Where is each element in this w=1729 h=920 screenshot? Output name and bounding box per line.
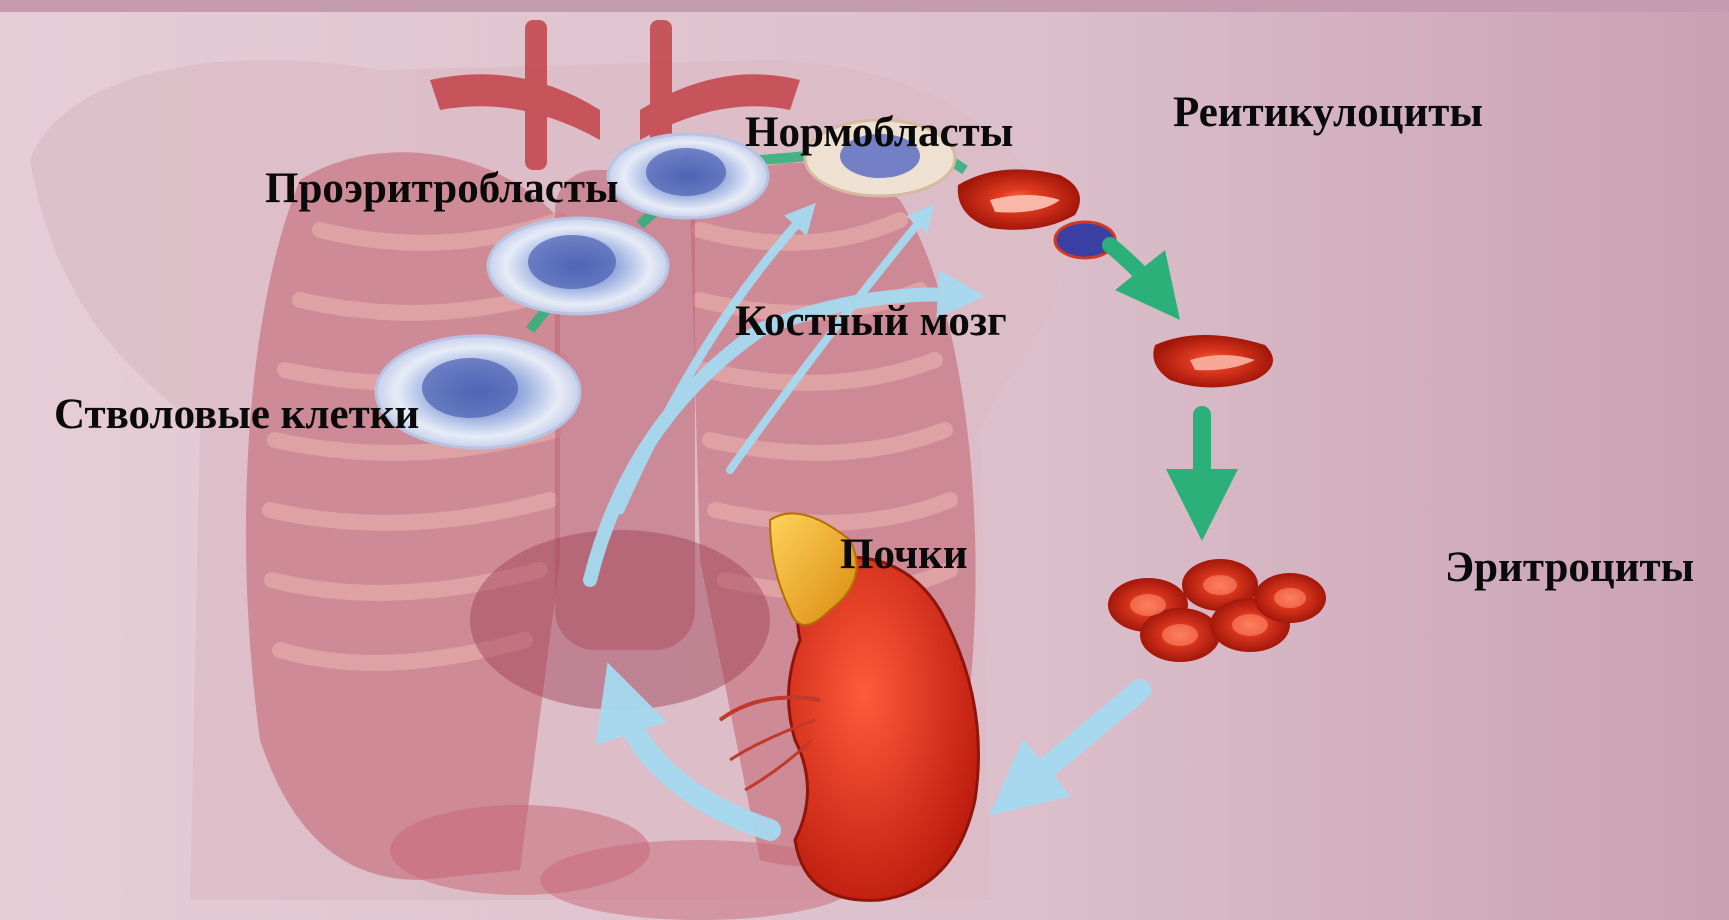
label-stem-cells: Стволовые клетки: [54, 393, 419, 436]
label-normoblasts: Нормобласты: [745, 111, 1013, 154]
label-bone-marrow: Костный мозг: [735, 300, 1007, 343]
label-reticulocytes: Реитикулоциты: [1173, 91, 1483, 134]
label-erythrocytes: Эритроциты: [1445, 546, 1694, 589]
label-proerythroblasts: Проэритробласты: [265, 167, 619, 210]
label-kidneys: Почки: [840, 533, 968, 576]
proerythroblast-cell-1: [488, 218, 668, 314]
proerythroblast-cell-2: [608, 134, 768, 218]
reticulocyte-cell-2: [1153, 335, 1273, 388]
